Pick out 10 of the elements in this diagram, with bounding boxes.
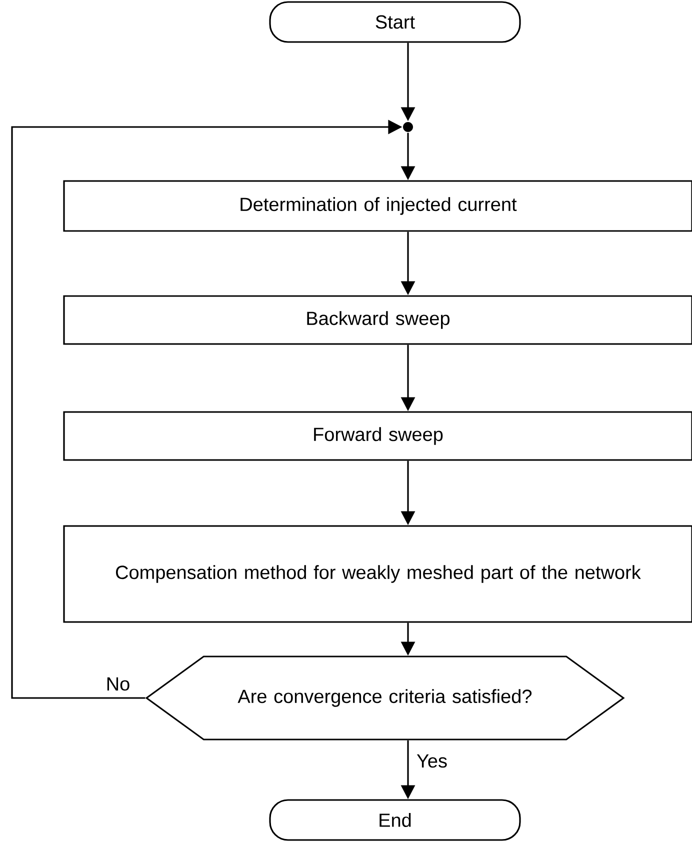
process-box: Forward sweep (63, 411, 692, 461)
terminator-box: End (269, 799, 521, 841)
decision-hexagon: Are convergence criteria satisfied? (145, 656, 625, 740)
edge-label: No (104, 676, 132, 692)
process-box: Compensation method for weakly meshed part of the network (63, 525, 692, 623)
terminator-box: Start (269, 1, 521, 43)
process-box: Determination of injected current (63, 180, 692, 232)
process-box: Backward sweep (63, 295, 692, 345)
edge-label: Yes (416, 753, 448, 769)
junction-dot (403, 122, 413, 132)
